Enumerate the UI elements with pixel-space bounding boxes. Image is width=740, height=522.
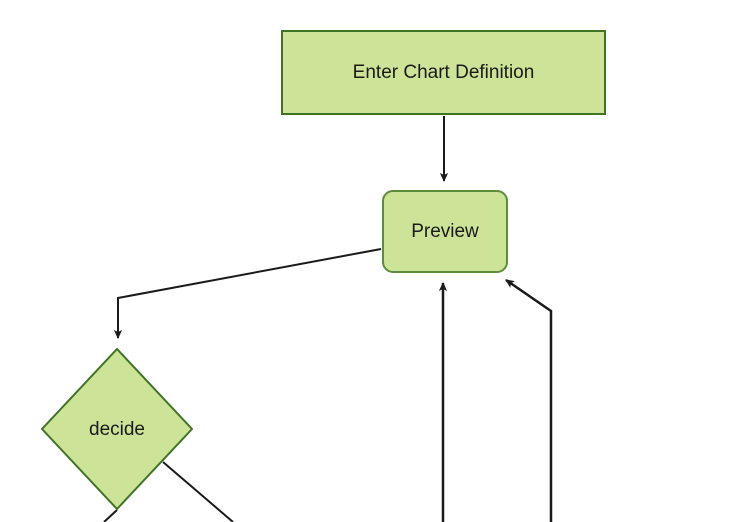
node-preview[interactable]: Preview — [382, 190, 508, 273]
node-label-preview: Preview — [411, 221, 479, 242]
edge-preview-to-decide — [113, 248, 382, 339]
edge-return-right-to-preview — [505, 278, 553, 522]
node-decide[interactable]: decide — [40, 347, 194, 511]
edge-decide-right-outgoing — [162, 461, 234, 522]
node-label-enter-chart-definition: Enter Chart Definition — [352, 62, 535, 83]
node-enter-chart-definition[interactable]: Enter Chart Definition — [281, 30, 606, 115]
diamond-shape — [40, 347, 194, 511]
edge-decide-bottom-outgoing — [103, 509, 118, 522]
